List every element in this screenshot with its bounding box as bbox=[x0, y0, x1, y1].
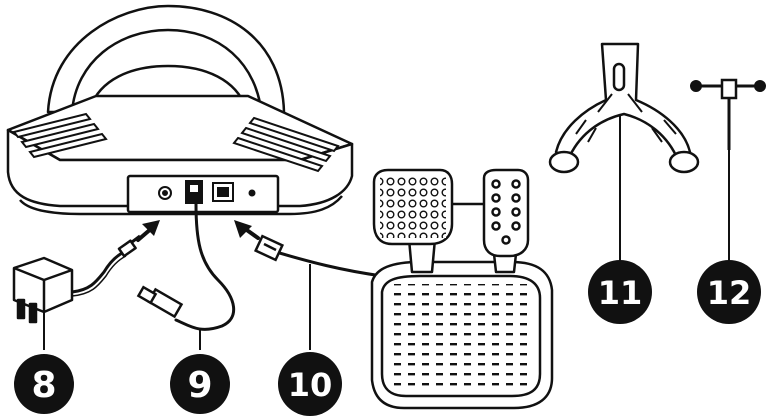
callout-8: 8 bbox=[14, 354, 74, 414]
base-vents bbox=[12, 112, 340, 173]
gas-pedal bbox=[482, 168, 530, 258]
usb-plug bbox=[136, 285, 184, 319]
power-adapter bbox=[12, 234, 141, 324]
pedal-set bbox=[370, 168, 554, 410]
base-ports bbox=[158, 180, 256, 204]
callout-12: 12 bbox=[697, 260, 761, 324]
callout-10-label: 10 bbox=[288, 366, 333, 404]
callout-10: 10 bbox=[278, 352, 342, 416]
connection-arrows bbox=[136, 220, 260, 242]
base-lip bbox=[19, 195, 343, 216]
rj-plug bbox=[253, 234, 285, 262]
clamp-screw bbox=[690, 78, 766, 150]
callout-9: 9 bbox=[170, 354, 230, 414]
callout-9-label: 9 bbox=[187, 365, 212, 406]
pedal-cable bbox=[274, 250, 384, 278]
usb-cable bbox=[174, 202, 236, 331]
callout-11-label: 11 bbox=[598, 274, 643, 312]
callout-11: 11 bbox=[588, 260, 652, 324]
steering-wheel-base bbox=[6, 4, 354, 216]
callout-12-label: 12 bbox=[707, 274, 752, 312]
leader-lines bbox=[43, 264, 311, 350]
table-clamp bbox=[548, 42, 700, 174]
callout-8-label: 8 bbox=[31, 365, 56, 406]
